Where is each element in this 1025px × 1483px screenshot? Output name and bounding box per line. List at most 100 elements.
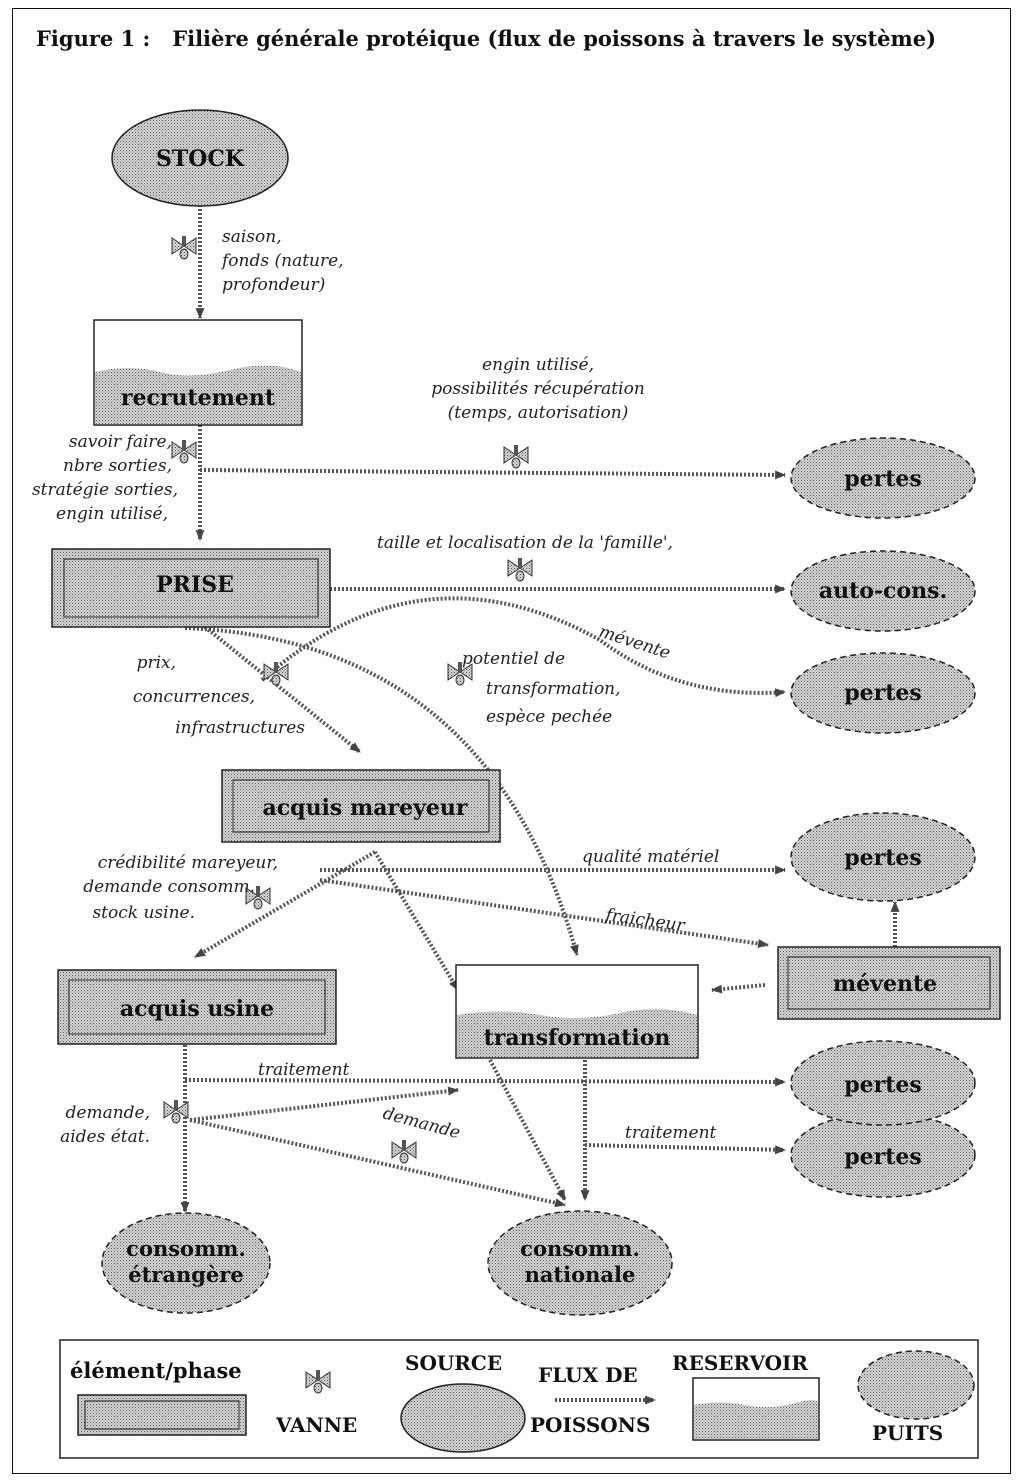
note-line: engin utilisé,	[482, 355, 594, 375]
note-line: fraicheur	[602, 905, 686, 936]
sink-label: pertes	[844, 1144, 922, 1170]
valve-icon	[163, 1099, 189, 1124]
valve-icon	[507, 557, 533, 582]
sink-consomm-etrangere	[101, 1212, 271, 1314]
note-line: aides état.	[60, 1127, 150, 1147]
flow-usine-transfo	[189, 1086, 459, 1122]
node-label: STOCK	[156, 146, 245, 172]
legend-reservoir-label: RESERVOIR	[672, 1351, 808, 1375]
sink-auto-cons	[790, 550, 976, 632]
note-line: demande,	[66, 1103, 151, 1123]
note-line: potentiel de	[462, 649, 565, 669]
sinks	[101, 437, 976, 1316]
node-label: transformation	[484, 1025, 671, 1051]
legend-element-label: élément/phase	[70, 1358, 242, 1383]
sink-label: auto-cons.	[819, 578, 947, 604]
flow-recrutement-pertes	[199, 468, 786, 480]
node-label: PRISE	[156, 572, 234, 598]
legend-flux-label: POISSONS	[530, 1413, 650, 1437]
flow-mareyeur-transformation	[373, 850, 460, 992]
node-label: mévente	[833, 971, 937, 997]
annotations: saison, fonds (nature, profondeur) engin…	[32, 227, 719, 1147]
note-line: (temps, autorisation)	[448, 403, 629, 423]
note-line: taille et localisation de la 'famille',	[377, 533, 673, 553]
sink-label: étrangère	[128, 1262, 243, 1287]
legend-flux-label: FLUX DE	[538, 1363, 638, 1387]
flow-mevente-pertes	[260, 596, 786, 698]
flow-prise-mareyeur	[203, 625, 362, 754]
note-line: transformation,	[486, 679, 621, 699]
node-label: acquis mareyeur	[263, 795, 468, 821]
sink-pertes-2	[790, 652, 976, 734]
note-line: stratégie sorties,	[32, 480, 178, 500]
flow-transfo-pertes	[584, 1143, 786, 1155]
sink-pertes-1	[790, 437, 976, 519]
node-prise: PRISE	[51, 548, 331, 628]
note-line: traitement	[258, 1060, 350, 1080]
valve-icon	[503, 444, 529, 469]
sink-label: consomm.	[520, 1236, 640, 1261]
node-acquis-usine: acquis usine	[57, 969, 337, 1045]
node-label: recrutement	[121, 385, 276, 411]
flow-mareyeur-usine	[193, 850, 377, 959]
note-line: espèce pechée	[486, 707, 612, 727]
node-transformation: transformation	[455, 964, 699, 1059]
sink-label: nationale	[525, 1262, 636, 1287]
note-line: traitement	[625, 1123, 717, 1143]
sink-consomm-nationale	[487, 1210, 673, 1316]
note-line: possibilités récupération	[431, 379, 645, 399]
valve-icon	[171, 235, 197, 260]
note-line: demande consomm.	[83, 877, 255, 897]
valve-icon	[391, 1139, 417, 1164]
note-line: qualité matériel	[582, 847, 719, 867]
node-stock: STOCK	[111, 109, 289, 207]
note-line: savoir faire,	[69, 432, 172, 452]
node-recrutement: recrutement	[93, 319, 303, 426]
note-line: prix,	[137, 653, 176, 673]
note-line: profondeur)	[222, 275, 325, 295]
node-mevente: mévente	[777, 946, 1001, 1020]
note-line: crédibilité mareyeur,	[98, 853, 278, 873]
sink-pertes-3	[790, 812, 976, 902]
note-line: infrastructures	[175, 718, 305, 738]
sink-label: pertes	[844, 1072, 922, 1098]
sink-pertes-5	[790, 1112, 976, 1198]
legend-element-symbol	[77, 1394, 247, 1436]
legend-reservoir-symbol	[692, 1377, 820, 1441]
figure-title: Figure 1 : Filière générale protéique (f…	[36, 26, 996, 51]
node-acquis-mareyeur: acquis mareyeur	[221, 769, 501, 843]
flow-transfo-nationale-1	[488, 1059, 567, 1201]
node-label: acquis usine	[120, 996, 274, 1022]
legend: élément/phase VANNE SOURCE FLUX DE POISS…	[59, 1339, 979, 1459]
flow-mareyeur-mevente	[319, 878, 769, 949]
legend-sink-label: PUITS	[872, 1421, 943, 1445]
figure-caption: Filière générale protéique (flux de pois…	[172, 26, 937, 51]
legend-source-symbol	[400, 1383, 526, 1453]
note-line: concurrences,	[133, 687, 255, 707]
note-line: saison,	[222, 227, 282, 247]
flow-mevente-entry	[711, 983, 766, 994]
note-line: stock usine.	[92, 903, 195, 923]
sink-label: consomm.	[126, 1236, 246, 1261]
sink-pertes-4	[790, 1040, 976, 1126]
legend-sink-symbol	[857, 1350, 975, 1420]
flow-usine-pertes	[184, 1077, 786, 1087]
sink-label: pertes	[844, 845, 922, 871]
note-line: mévente	[596, 622, 672, 664]
valve-icon	[171, 439, 197, 464]
flow-usine-nationale	[189, 1118, 566, 1208]
flow-arrows	[180, 205, 900, 1213]
valve-icon	[263, 661, 289, 686]
sink-label: pertes	[844, 466, 922, 492]
legend-source-label: SOURCE	[405, 1351, 502, 1375]
figure-number: Figure 1 :	[36, 26, 151, 51]
note-line: fonds (nature,	[220, 251, 344, 271]
flow-prise-transformation	[184, 626, 579, 956]
note-line: nbre sorties,	[63, 456, 172, 476]
legend-valve-label: VANNE	[275, 1413, 357, 1437]
note-line: demande	[381, 1104, 463, 1144]
sink-labels: pertes auto-cons. pertes pertes pertes p…	[126, 466, 947, 1287]
sink-label: pertes	[844, 680, 922, 706]
note-line: engin utilisé,	[56, 504, 168, 524]
